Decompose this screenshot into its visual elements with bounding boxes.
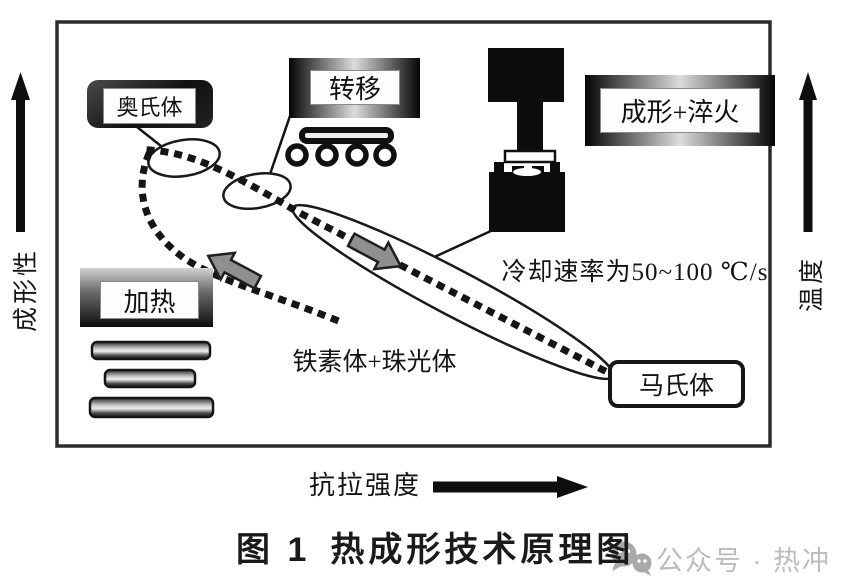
- heating-furnace-slabs-icon: [88, 340, 215, 419]
- slow-cooling-dotted-curve: [138, 151, 341, 325]
- fast-cooling-dotted-curve: [146, 146, 610, 376]
- temperature-axis-label: 温度: [799, 256, 826, 313]
- austenite-label: 奥氏体: [103, 88, 196, 124]
- forming-quenching-label-box: 成形+淬火: [585, 75, 775, 146]
- cooling-rate-annotation: 冷却速率为50~100 ℃/s: [501, 258, 769, 286]
- heating-label-box: 加热: [80, 268, 213, 327]
- tensile-strength-axis-label: 抗拉强度: [308, 471, 421, 500]
- formability-axis-arrow: [11, 72, 30, 232]
- block-arrow-up-left-icon: [206, 251, 263, 291]
- figure-number: 图 1: [236, 531, 311, 569]
- press-die-icon: [488, 48, 565, 232]
- watermark-label: 公众号 · 热冲压: [656, 546, 831, 586]
- austenite-label-box: 奥氏体: [87, 80, 213, 128]
- forming-quenching-label: 成形+淬火: [600, 88, 760, 133]
- figure-caption: 图 1 热成形技术原理图: [236, 522, 634, 571]
- ferrite-pearlite-annotation: 铁素体+珠光体: [292, 348, 457, 376]
- roller-conveyor-icon: [285, 127, 397, 167]
- heating-label: 加热: [100, 281, 199, 319]
- temperature-axis-arrow: [799, 72, 817, 232]
- martensite-label: 马氏体: [608, 360, 745, 408]
- tensile-strength-axis-arrow: [433, 476, 588, 498]
- transfer-label-box: 转移: [289, 58, 420, 118]
- wechat-chat-bubbles-icon: [611, 541, 652, 576]
- figure-title: 热成形技术原理图: [330, 531, 635, 569]
- block-arrow-down-right-icon: [346, 231, 403, 271]
- formability-axis-label: 成形性: [13, 248, 40, 333]
- transfer-pointer-line: [266, 115, 292, 181]
- transfer-label: 转移: [310, 70, 400, 105]
- austenite-pointer-line: [136, 126, 162, 147]
